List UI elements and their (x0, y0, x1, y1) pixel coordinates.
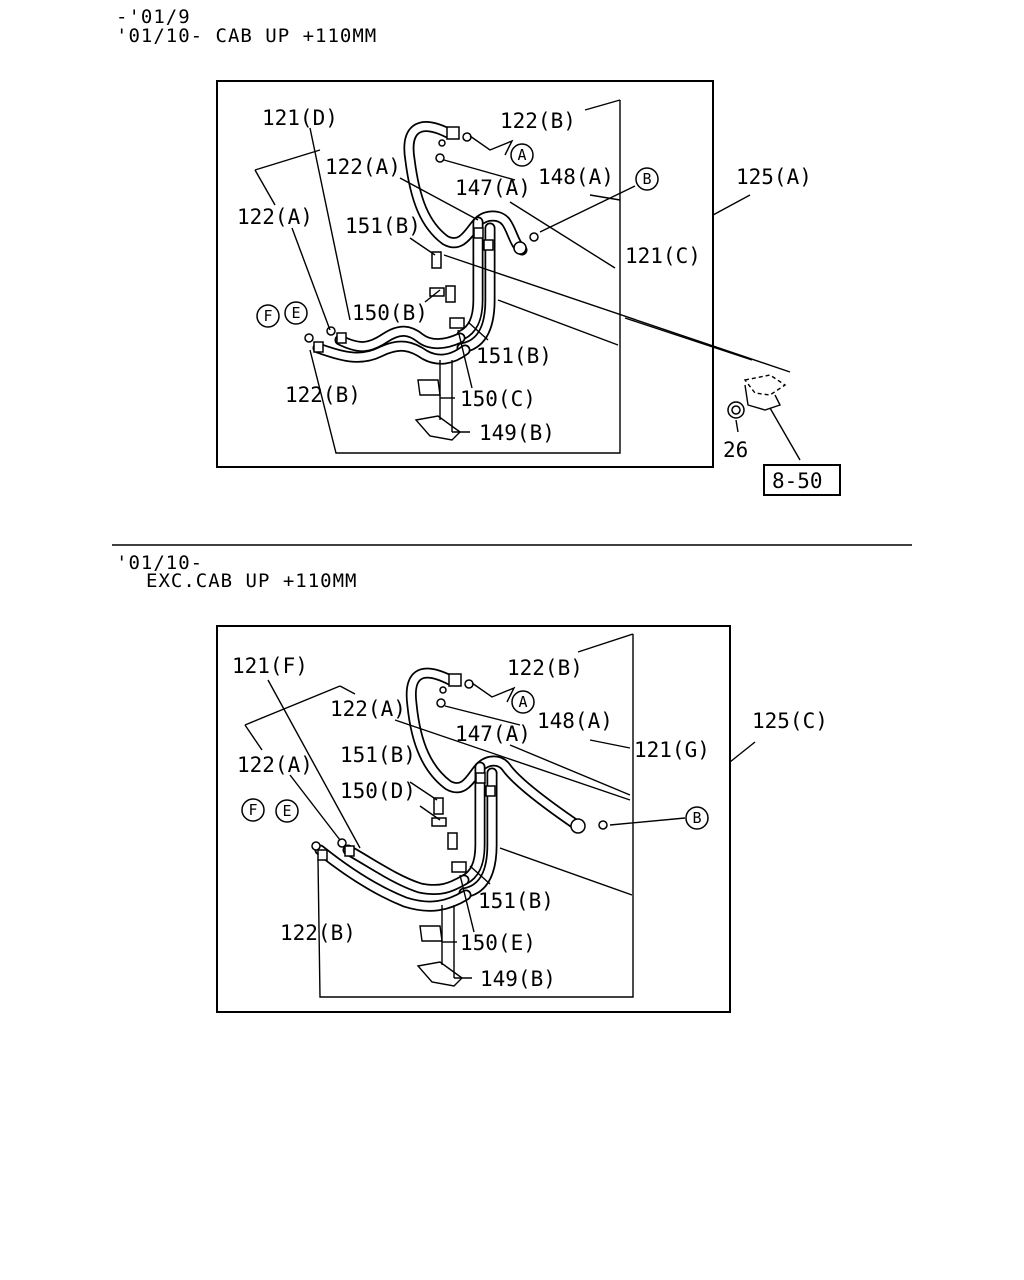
label-26: 26 (723, 438, 748, 462)
top-frame (216, 80, 714, 468)
label-122b-top-bottom: 122(B) (507, 656, 583, 680)
top-diagram: A B F E 121(D) 122(B) 122(A) 148(A) 147(… (216, 80, 841, 496)
label-122a-left: 122(A) (237, 205, 313, 229)
label-150b: 150(B) (352, 301, 428, 325)
svg-text:F: F (248, 801, 257, 819)
label-151b-low-bottom: 151(B) (478, 889, 554, 913)
callout-circle-a: A (510, 143, 534, 167)
bottom-header-line2: EXC.CAB UP +110MM (146, 570, 358, 592)
svg-text:B: B (642, 170, 651, 188)
top-header-line1: -'01/9 (116, 6, 191, 28)
label-151b-top-bottom: 151(B) (340, 743, 416, 767)
callout-circle-f: F (256, 304, 280, 328)
label-8-50[interactable]: 8-50 (772, 469, 823, 493)
svg-text:B: B (692, 809, 701, 827)
ref-box-8-50[interactable] (763, 464, 841, 496)
label-121g: 121(G) (634, 738, 710, 762)
top-header-line2: '01/10- CAB UP +110MM (116, 25, 378, 47)
label-122a-mid: 122(A) (325, 155, 401, 179)
label-122b-top: 122(B) (500, 109, 576, 133)
label-122a-left-bottom: 122(A) (237, 753, 313, 777)
callout-circle-e-bottom: E (275, 799, 299, 823)
label-147a: 147(A) (455, 176, 531, 200)
label-148a: 148(A) (538, 165, 614, 189)
svg-text:E: E (291, 304, 300, 322)
bottom-frame (216, 625, 731, 1013)
label-125a: 125(A) (736, 165, 812, 189)
bottom-header-line1: '01/10- (116, 552, 204, 574)
label-150e: 150(E) (460, 931, 536, 955)
label-150c: 150(C) (460, 387, 536, 411)
callout-circle-e: E (284, 301, 308, 325)
label-151b-top: 151(B) (345, 214, 421, 238)
label-122a-mid-bottom: 122(A) (330, 697, 406, 721)
callout-circle-b-bottom: B (685, 806, 709, 830)
svg-text:A: A (517, 146, 526, 164)
svg-text:F: F (263, 307, 272, 325)
label-122b-low: 122(B) (285, 383, 361, 407)
callout-circle-b: B (635, 167, 659, 191)
callout-circle-a-bottom: A (511, 690, 535, 714)
label-150d: 150(D) (340, 779, 416, 803)
label-147a-bottom: 147(A) (455, 722, 531, 746)
svg-text:E: E (282, 802, 291, 820)
bottom-diagram: A B F E 121(F) 122(B) 122(A) 148(A) 147(… (216, 625, 828, 1013)
label-122b-low-bottom: 122(B) (280, 921, 356, 945)
svg-text:A: A (518, 693, 527, 711)
label-148a-bottom: 148(A) (537, 709, 613, 733)
label-121f: 121(F) (232, 654, 308, 678)
label-121c: 121(C) (625, 244, 701, 268)
label-149b: 149(B) (479, 421, 555, 445)
label-125c: 125(C) (752, 709, 828, 733)
label-151b-low: 151(B) (476, 344, 552, 368)
label-149b-bottom: 149(B) (480, 967, 556, 991)
label-121d: 121(D) (262, 106, 338, 130)
callout-circle-f-bottom: F (241, 798, 265, 822)
